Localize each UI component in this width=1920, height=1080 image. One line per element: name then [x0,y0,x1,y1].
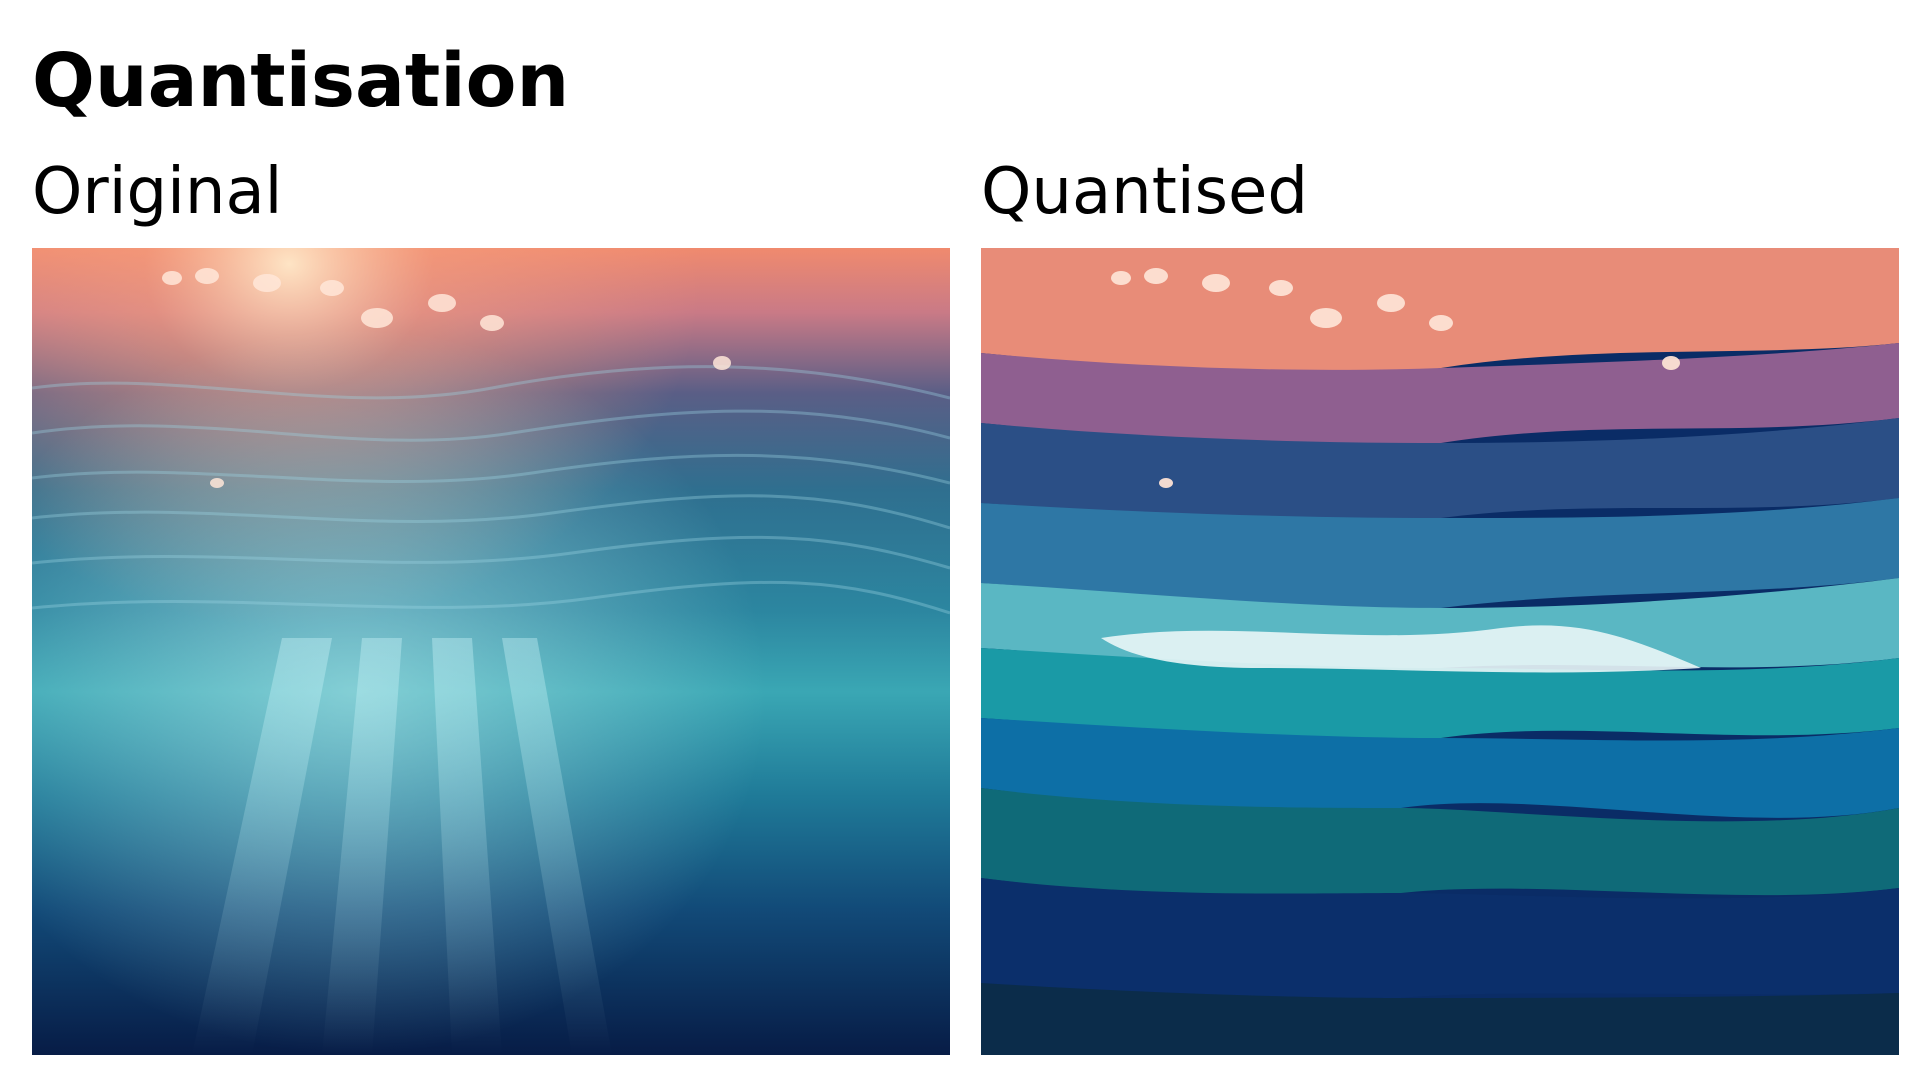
quantised-panel: Quantised [981,155,1899,1055]
original-label: Original [32,155,283,229]
page-title: Quantisation [32,38,570,124]
original-panel: Original [32,155,950,1055]
quantised-image [981,248,1899,1055]
quantised-label: Quantised [981,155,1308,229]
original-image [32,248,950,1055]
